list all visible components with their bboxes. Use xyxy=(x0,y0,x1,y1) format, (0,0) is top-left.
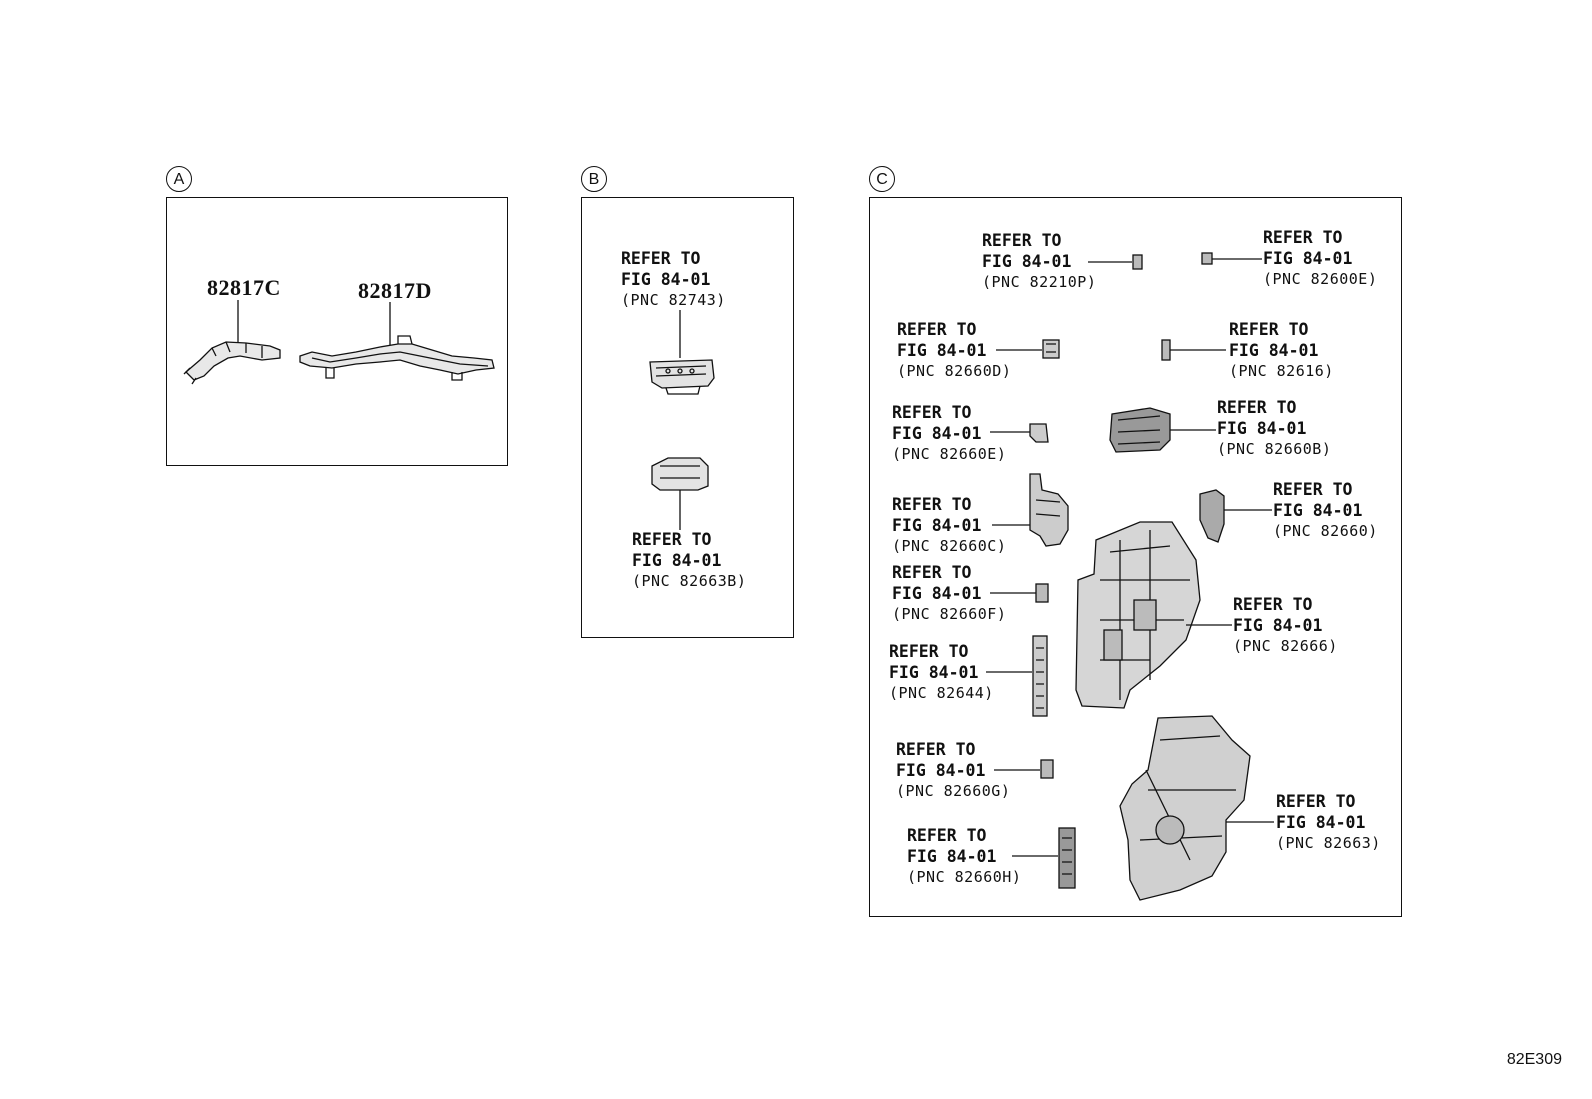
ref-pnc: (PNC 82660B) xyxy=(1217,440,1332,458)
ref-pnc: (PNC 82616) xyxy=(1229,362,1334,380)
ref-82660c: REFER TO FIG 84-01 (PNC 82660C) xyxy=(892,494,1006,557)
ref-pnc: (PNC 82663B) xyxy=(632,572,747,590)
section-a-panel xyxy=(166,197,508,466)
section-c-marker: C xyxy=(869,166,895,192)
ref-82644: REFER TO FIG 84-01 (PNC 82644) xyxy=(889,641,994,704)
ref-line2: FIG 84-01 xyxy=(1217,419,1307,438)
ref-line1: REFER TO xyxy=(897,320,977,339)
section-b-panel xyxy=(581,197,794,638)
connector-82663b-drawing xyxy=(651,457,709,530)
bracket-82817d-drawing xyxy=(299,302,495,381)
ref-line2: FIG 84-01 xyxy=(892,584,982,603)
connector-82743-drawing xyxy=(649,310,715,395)
ref-line1: REFER TO xyxy=(1217,398,1297,417)
ref-pnc: (PNC 82660) xyxy=(1273,522,1378,540)
ref-pnc: (PNC 82660H) xyxy=(907,868,1022,886)
ref-pnc: (PNC 82644) xyxy=(889,684,994,702)
ref-line1: REFER TO xyxy=(907,826,987,845)
part-number-82817c: 82817C xyxy=(207,275,281,300)
ref-line1: REFER TO xyxy=(889,642,969,661)
ref-82600e: REFER TO FIG 84-01 (PNC 82600E) xyxy=(1263,227,1377,290)
ref-line1: REFER TO xyxy=(1273,480,1353,499)
ref-82616: REFER TO FIG 84-01 (PNC 82616) xyxy=(1229,319,1334,382)
ref-pnc: (PNC 82210P) xyxy=(982,273,1097,291)
ref-82660e: REFER TO FIG 84-01 (PNC 82660E) xyxy=(892,402,1006,465)
ref-82660: REFER TO FIG 84-01 (PNC 82660) xyxy=(1273,479,1378,542)
ref-line2: FIG 84-01 xyxy=(632,551,722,570)
ref-line1: REFER TO xyxy=(892,563,972,582)
ref-pnc: (PNC 82743) xyxy=(621,291,726,309)
ref-line2: FIG 84-01 xyxy=(1273,501,1363,520)
ref-pnc: (PNC 82663) xyxy=(1276,834,1381,852)
ref-line1: REFER TO xyxy=(896,740,976,759)
ref-line1: REFER TO xyxy=(892,495,972,514)
ref-82663b: REFER TO FIG 84-01 (PNC 82663B) xyxy=(632,529,746,592)
section-a-marker: A xyxy=(166,166,192,192)
ref-line1: REFER TO xyxy=(892,403,972,422)
ref-pnc: (PNC 82666) xyxy=(1233,637,1338,655)
ref-pnc: (PNC 82600E) xyxy=(1263,270,1378,288)
ref-line1: REFER TO xyxy=(621,249,701,268)
ref-82660f: REFER TO FIG 84-01 (PNC 82660F) xyxy=(892,562,1006,625)
section-c-panel xyxy=(869,197,1402,917)
ref-82743: REFER TO FIG 84-01 (PNC 82743) xyxy=(621,248,726,311)
ref-line2: FIG 84-01 xyxy=(892,516,982,535)
ref-82660h: REFER TO FIG 84-01 (PNC 82660H) xyxy=(907,825,1021,888)
ref-line1: REFER TO xyxy=(1263,228,1343,247)
ref-line1: REFER TO xyxy=(632,530,712,549)
ref-82666: REFER TO FIG 84-01 (PNC 82666) xyxy=(1233,594,1338,657)
ref-82663: REFER TO FIG 84-01 (PNC 82663) xyxy=(1276,791,1381,854)
ref-line2: FIG 84-01 xyxy=(897,341,987,360)
ref-line2: FIG 84-01 xyxy=(907,847,997,866)
ref-line1: REFER TO xyxy=(1276,792,1356,811)
ref-line2: FIG 84-01 xyxy=(621,270,711,289)
ref-line2: FIG 84-01 xyxy=(889,663,979,682)
section-b-marker: B xyxy=(581,166,607,192)
ref-pnc: (PNC 82660F) xyxy=(892,605,1007,623)
ref-pnc: (PNC 82660D) xyxy=(897,362,1012,380)
ref-line2: FIG 84-01 xyxy=(1229,341,1319,360)
ref-82660b: REFER TO FIG 84-01 (PNC 82660B) xyxy=(1217,397,1331,460)
ref-line2: FIG 84-01 xyxy=(896,761,986,780)
ref-line2: FIG 84-01 xyxy=(1276,813,1366,832)
ref-line2: FIG 84-01 xyxy=(982,252,1072,271)
ref-pnc: (PNC 82660E) xyxy=(892,445,1007,463)
ref-pnc: (PNC 82660G) xyxy=(896,782,1011,800)
leaders-section-c xyxy=(986,252,1274,901)
ref-82660g: REFER TO FIG 84-01 (PNC 82660G) xyxy=(896,739,1010,802)
ref-pnc: (PNC 82660C) xyxy=(892,537,1007,555)
ref-82210p: REFER TO FIG 84-01 (PNC 82210P) xyxy=(982,230,1096,293)
ref-line1: REFER TO xyxy=(1229,320,1309,339)
ref-line1: REFER TO xyxy=(1233,595,1313,614)
ref-line2: FIG 84-01 xyxy=(1263,249,1353,268)
ref-82660d: REFER TO FIG 84-01 (PNC 82660D) xyxy=(897,319,1011,382)
ref-line2: FIG 84-01 xyxy=(892,424,982,443)
ref-line1: REFER TO xyxy=(982,231,1062,250)
bracket-82817c-drawing xyxy=(183,300,281,385)
figure-code: 82E309 xyxy=(1506,1051,1562,1068)
part-number-82817d: 82817D xyxy=(358,278,432,303)
ref-line2: FIG 84-01 xyxy=(1233,616,1323,635)
